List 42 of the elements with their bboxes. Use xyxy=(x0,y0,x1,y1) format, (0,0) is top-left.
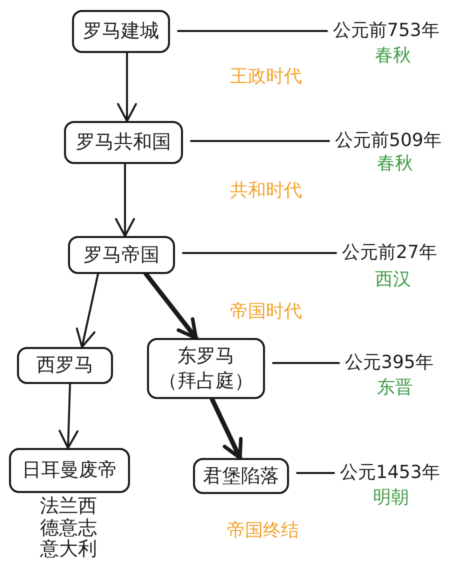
event-box xyxy=(17,347,113,384)
arrow xyxy=(58,383,79,449)
era-label: 共和时代 xyxy=(230,181,302,201)
dynasty-label: 明朝 xyxy=(373,488,409,508)
event-label: 罗马共和国 xyxy=(76,130,171,155)
date-label: 公元前753年 xyxy=(333,20,440,42)
event-box xyxy=(193,458,289,494)
dynasty-label: 春秋 xyxy=(375,46,411,66)
date-label: 公元前27年 xyxy=(342,242,437,264)
event-box xyxy=(9,448,130,493)
event-label: 罗马帝国 xyxy=(84,242,160,268)
country-label: 法兰西 xyxy=(40,496,97,517)
event-box xyxy=(72,10,170,53)
event-label: 东罗马（拜占庭） xyxy=(158,344,254,394)
arrow xyxy=(117,52,137,122)
arrow xyxy=(115,163,135,237)
era-label: 帝国时代 xyxy=(230,302,302,322)
era-label: 帝国终结 xyxy=(227,521,299,541)
event-box xyxy=(64,121,183,164)
dynasty-label: 西汉 xyxy=(375,270,411,290)
dynasty-label: 春秋 xyxy=(377,154,413,174)
date-label: 公元前509年 xyxy=(335,130,442,152)
arrow xyxy=(144,272,198,340)
era-label: 王政时代 xyxy=(230,67,302,87)
dynasty-label: 东晋 xyxy=(377,378,413,398)
event-label: 日耳曼废帝 xyxy=(22,458,117,483)
connector-line xyxy=(272,362,340,364)
country-label: 意大利 xyxy=(40,539,97,560)
connector-line xyxy=(182,252,337,254)
arrow xyxy=(76,273,99,348)
date-label: 公元1453年 xyxy=(340,462,440,484)
connector-line xyxy=(190,140,330,142)
event-box xyxy=(68,236,175,274)
connector-line xyxy=(296,472,335,474)
date-label: 公元395年 xyxy=(345,352,434,374)
event-box xyxy=(147,338,265,399)
event-label: 罗马建城 xyxy=(83,19,159,44)
event-label: 君堡陷落 xyxy=(203,464,279,488)
connector-line xyxy=(177,30,328,32)
event-label: 西罗马 xyxy=(36,353,94,378)
country-label: 德意志 xyxy=(40,518,97,538)
arrow xyxy=(210,396,243,460)
